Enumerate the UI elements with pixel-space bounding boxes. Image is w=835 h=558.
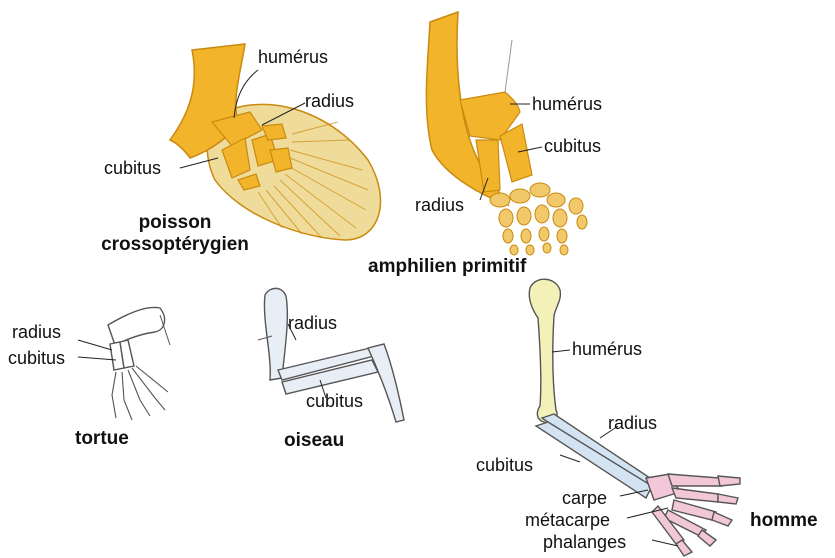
amphibian-limb-skeleton (426, 12, 587, 255)
human-carpe-label: carpe (562, 489, 607, 507)
human-humerus-label: humérus (572, 340, 642, 358)
turtle-radius-label: radius (12, 323, 61, 341)
bird-caption: oiseau (284, 430, 344, 452)
fish-caption-line1: poisson (75, 212, 275, 234)
bird-hand-bones (368, 344, 404, 422)
bird-cubitus-label: cubitus (306, 392, 363, 410)
fish-humerus-label: humérus (258, 48, 328, 66)
fish-radius-label: radius (305, 92, 354, 110)
amphibian-cubitus-bone (500, 124, 532, 182)
human-phalanges-label: phalanges (543, 533, 626, 551)
amphibian-humerus-label: humérus (532, 95, 602, 113)
human-metacarpe-label: métacarpe (525, 511, 610, 529)
human-cubitus-bone (536, 422, 652, 498)
fish-caption-line2: crossoptérygien (75, 234, 275, 256)
bird-humerus (264, 288, 287, 380)
turtle-caption: tortue (75, 428, 129, 450)
human-cubitus-label: cubitus (476, 456, 533, 474)
turtle-cubitus-label: cubitus (8, 349, 65, 367)
fish-caption: poisson crossoptérygien (75, 212, 275, 256)
amphibian-cubitus-label: cubitus (544, 137, 601, 155)
human-hand-bones (646, 474, 740, 556)
turtle-limb-skeleton (108, 307, 170, 420)
turtle-humerus (108, 307, 165, 345)
human-radius-label: radius (608, 414, 657, 432)
fish-cubitus-label: cubitus (104, 159, 161, 177)
human-caption: homme (750, 510, 818, 532)
bird-radius-label: radius (288, 314, 337, 332)
fish-fin-skeleton (170, 44, 381, 240)
amphibian-hand-bones (490, 183, 587, 255)
amphibian-caption: amphilien primitif (368, 256, 526, 278)
amphibian-radius-label: radius (415, 196, 464, 214)
